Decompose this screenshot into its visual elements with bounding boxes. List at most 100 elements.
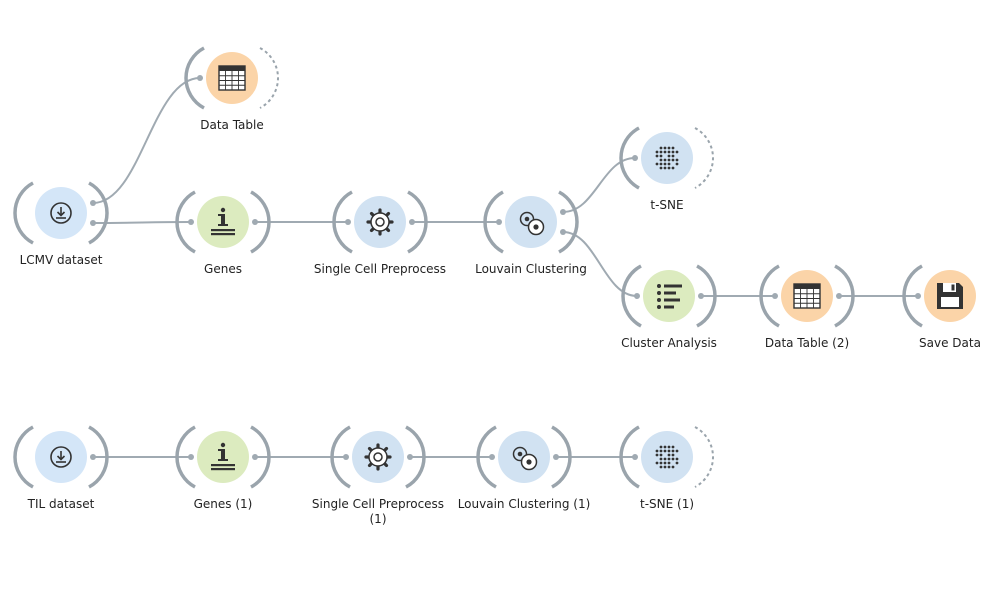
output-bracket[interactable] [694,127,714,189]
input-bracket[interactable] [476,425,497,489]
node-label: Louvain Clustering (1) [457,497,591,511]
node-label: Single Cell Preprocess (1) [311,497,445,526]
input-bracket[interactable] [330,425,351,489]
input-bracket[interactable] [759,264,780,328]
info-icon [211,442,235,471]
input-bracket[interactable] [619,425,640,489]
download-icon [50,202,72,224]
input-bracket[interactable] [175,190,196,254]
node-n14[interactable] [619,425,714,489]
link-n1-n2[interactable] [92,77,201,204]
node-n6[interactable] [619,126,714,190]
input-port-dot[interactable] [197,75,203,81]
input-bracket[interactable] [13,425,34,489]
node-n5[interactable] [483,190,579,254]
input-port-dot[interactable] [632,454,638,460]
output-port-dot[interactable] [252,454,258,460]
output-bracket[interactable] [694,426,714,488]
input-bracket[interactable] [13,181,34,245]
cluster-icon [512,446,538,471]
save-icon [937,283,963,309]
input-bracket[interactable] [184,46,205,110]
output-bracket[interactable] [88,425,109,489]
node-body[interactable] [643,270,695,322]
output-bracket[interactable] [88,181,109,245]
node-n7[interactable] [621,264,717,328]
input-bracket[interactable] [483,190,504,254]
node-n3[interactable] [175,190,271,254]
info-icon [211,207,235,236]
input-bracket[interactable] [332,190,353,254]
node-label: Single Cell Preprocess [313,262,447,276]
input-bracket[interactable] [619,126,640,190]
output-port-dot[interactable] [409,219,415,225]
node-label: TIL dataset [27,497,95,511]
output-port-dot[interactable] [698,293,704,299]
input-port-dot[interactable] [343,454,349,460]
node-label: Cluster Analysis [621,336,717,350]
node-label: Louvain Clustering [475,262,587,276]
input-port-dot[interactable] [496,219,502,225]
output-bracket[interactable] [250,190,271,254]
node-body[interactable] [641,132,693,184]
input-bracket[interactable] [621,264,642,328]
download-icon [50,446,72,468]
node-label: t-SNE [650,198,684,212]
node-label: Save Data [919,336,981,350]
input-port-dot[interactable] [634,293,640,299]
node-n1[interactable] [13,181,109,245]
cluster-icon [519,211,545,236]
nodes-layer [13,46,976,489]
table-icon [793,283,821,309]
input-port-dot[interactable] [188,454,194,460]
node-n9[interactable] [902,264,976,328]
input-port-dot[interactable] [632,155,638,161]
output-port-dot[interactable] [553,454,559,460]
output-bracket[interactable] [696,264,717,328]
output-bracket[interactable] [551,425,572,489]
table-icon [218,65,246,91]
output-bracket[interactable] [259,47,279,109]
output-bracket[interactable] [250,425,271,489]
node-label: Genes (1) [193,497,253,511]
input-port-dot[interactable] [345,219,351,225]
input-port-dot[interactable] [915,293,921,299]
dots-grid-icon [655,445,679,469]
node-n12[interactable] [330,425,426,489]
link-n5-n6[interactable] [562,157,636,213]
gear-icon [366,208,394,236]
input-port-dot[interactable] [772,293,778,299]
node-body[interactable] [641,431,693,483]
node-n4[interactable] [332,190,428,254]
output-bracket[interactable] [407,190,428,254]
output-port-dot[interactable] [90,220,96,226]
node-n13[interactable] [476,425,572,489]
output-port-dot[interactable] [836,293,842,299]
gear-icon [364,443,392,471]
input-port-dot[interactable] [489,454,495,460]
node-n8[interactable] [759,264,855,328]
node-n11[interactable] [175,425,271,489]
output-bracket[interactable] [834,264,855,328]
output-port-dot[interactable] [252,219,258,225]
output-port-dot[interactable] [90,200,96,206]
list-icon [657,284,682,309]
node-label: Genes [204,262,242,276]
node-label: Data Table (2) [764,336,850,350]
node-n2[interactable] [184,46,279,110]
output-bracket[interactable] [405,425,426,489]
output-bracket[interactable] [558,190,579,254]
output-port-dot[interactable] [407,454,413,460]
node-n10[interactable] [13,425,109,489]
node-label: Data Table [200,118,264,132]
output-port-dot[interactable] [560,229,566,235]
output-port-dot[interactable] [90,454,96,460]
output-port-dot[interactable] [560,209,566,215]
node-label: t-SNE (1) [639,497,695,511]
input-bracket[interactable] [902,264,923,328]
input-port-dot[interactable] [188,219,194,225]
node-label: LCMV dataset [19,253,103,267]
input-bracket[interactable] [175,425,196,489]
dots-grid-icon [655,146,679,170]
